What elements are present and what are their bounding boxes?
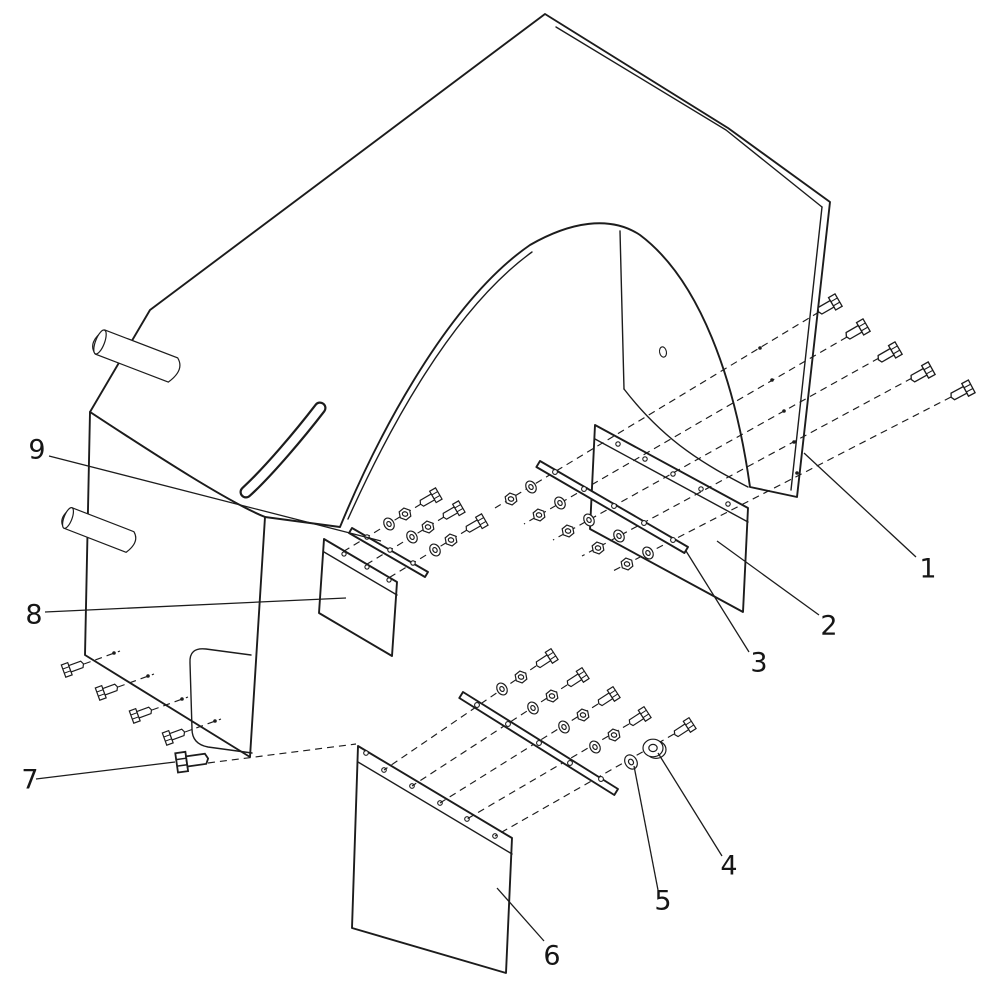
- washer-icon: [403, 528, 421, 546]
- fender-slot-hole: [658, 346, 668, 358]
- bolt-icon: [670, 717, 697, 741]
- arch-inner-thickness: [347, 251, 533, 520]
- bolt-icon: [161, 725, 188, 746]
- mud-flap-left-small: [318, 538, 398, 657]
- mud-flap-bottom-hem: [357, 761, 513, 855]
- callout-label-7: 7: [21, 764, 39, 796]
- mounting-tube-upper: [92, 329, 181, 383]
- bolt-icon: [439, 500, 466, 524]
- mud-flap-left-holes: [341, 551, 392, 583]
- nut-icon: [605, 727, 623, 743]
- nut-icon: [442, 532, 460, 548]
- bolt-icon: [594, 686, 621, 710]
- bolt-icon: [532, 648, 559, 672]
- leader-line-1: [803, 452, 917, 558]
- callout-label-4: 4: [720, 850, 738, 882]
- leader-line-4: [657, 752, 723, 857]
- bolt-icon: [947, 379, 976, 405]
- mud-flap-right: [589, 424, 749, 613]
- mounting-strip-bottom-holes: [474, 702, 604, 782]
- mounting-strip-right: [535, 460, 689, 554]
- washer-icon: [380, 515, 398, 533]
- bolt-icon: [625, 706, 652, 730]
- mounting-strip-bottom: [458, 691, 619, 796]
- bolt-icon: [874, 341, 903, 367]
- bolt-part-7-icon: [174, 747, 211, 774]
- arch-inner-wall-bottom: [623, 388, 749, 488]
- bolt-icon: [60, 657, 87, 678]
- nut-icon: [419, 519, 437, 535]
- nut-icon: [396, 506, 414, 522]
- washer-icon: [524, 699, 542, 717]
- callout-label-3: 3: [750, 647, 768, 679]
- callout-label-8: 8: [25, 599, 43, 631]
- leader-lines: [35, 452, 917, 942]
- leader-line-6: [496, 887, 545, 942]
- mounting-tube-lower: [61, 507, 137, 553]
- bolt-icon: [128, 703, 155, 724]
- callout-label-6: 6: [543, 940, 561, 972]
- bolt-icon: [94, 680, 121, 701]
- nut-icon: [543, 688, 561, 704]
- mounting-strip-left: [348, 527, 429, 578]
- nut-icon: [530, 507, 548, 523]
- fender-left-panel: [84, 411, 266, 758]
- nut-icon: [559, 523, 577, 539]
- washer-icon: [551, 494, 569, 512]
- arch-inner-wall-edge: [619, 230, 625, 390]
- bolt-icon: [416, 487, 443, 511]
- leader-line-9: [48, 455, 382, 542]
- leader-line-8: [44, 597, 347, 613]
- nut-icon: [589, 540, 607, 556]
- mud-flap-bottom-large: [351, 745, 513, 974]
- nut-icon: [512, 669, 530, 685]
- bolt-icon: [907, 361, 936, 387]
- fender-right-edge-inner: [790, 206, 823, 491]
- mud-flap-right-hem: [594, 438, 749, 523]
- callout-label-5: 5: [654, 885, 672, 917]
- washer-icon: [426, 541, 444, 559]
- washer-icon: [493, 680, 511, 698]
- leader-line-3: [685, 550, 750, 653]
- mounting-strip-left-holes: [364, 534, 416, 566]
- nut-icon: [574, 707, 592, 723]
- callout-label-2: 2: [820, 610, 838, 642]
- fender-hole-dots: [112, 346, 799, 723]
- nut-icon: [618, 556, 636, 572]
- callout-label-1: 1: [919, 553, 937, 585]
- bolt-icon: [563, 667, 590, 691]
- fender-outline: [89, 13, 831, 528]
- flange-nut-part-4-icon: [642, 738, 667, 760]
- washer-icon: [586, 738, 604, 756]
- bolt-icon: [462, 513, 489, 537]
- leader-line-2: [716, 540, 820, 616]
- mud-flap-left-hem: [323, 551, 398, 596]
- callout-label-9: 9: [28, 434, 46, 466]
- mounting-strip-right-holes: [552, 469, 676, 543]
- nut-icon: [502, 491, 520, 507]
- fender-top-edge-inner: [555, 26, 823, 208]
- washer-icon: [522, 478, 540, 496]
- left-panel-cutout: [189, 648, 253, 754]
- grab-handle: [239, 401, 327, 499]
- leader-line-7: [35, 761, 176, 780]
- leader-line-5: [633, 765, 659, 891]
- washer-icon: [555, 718, 573, 736]
- fender-body: [61, 13, 831, 758]
- bolt-icon: [842, 318, 871, 344]
